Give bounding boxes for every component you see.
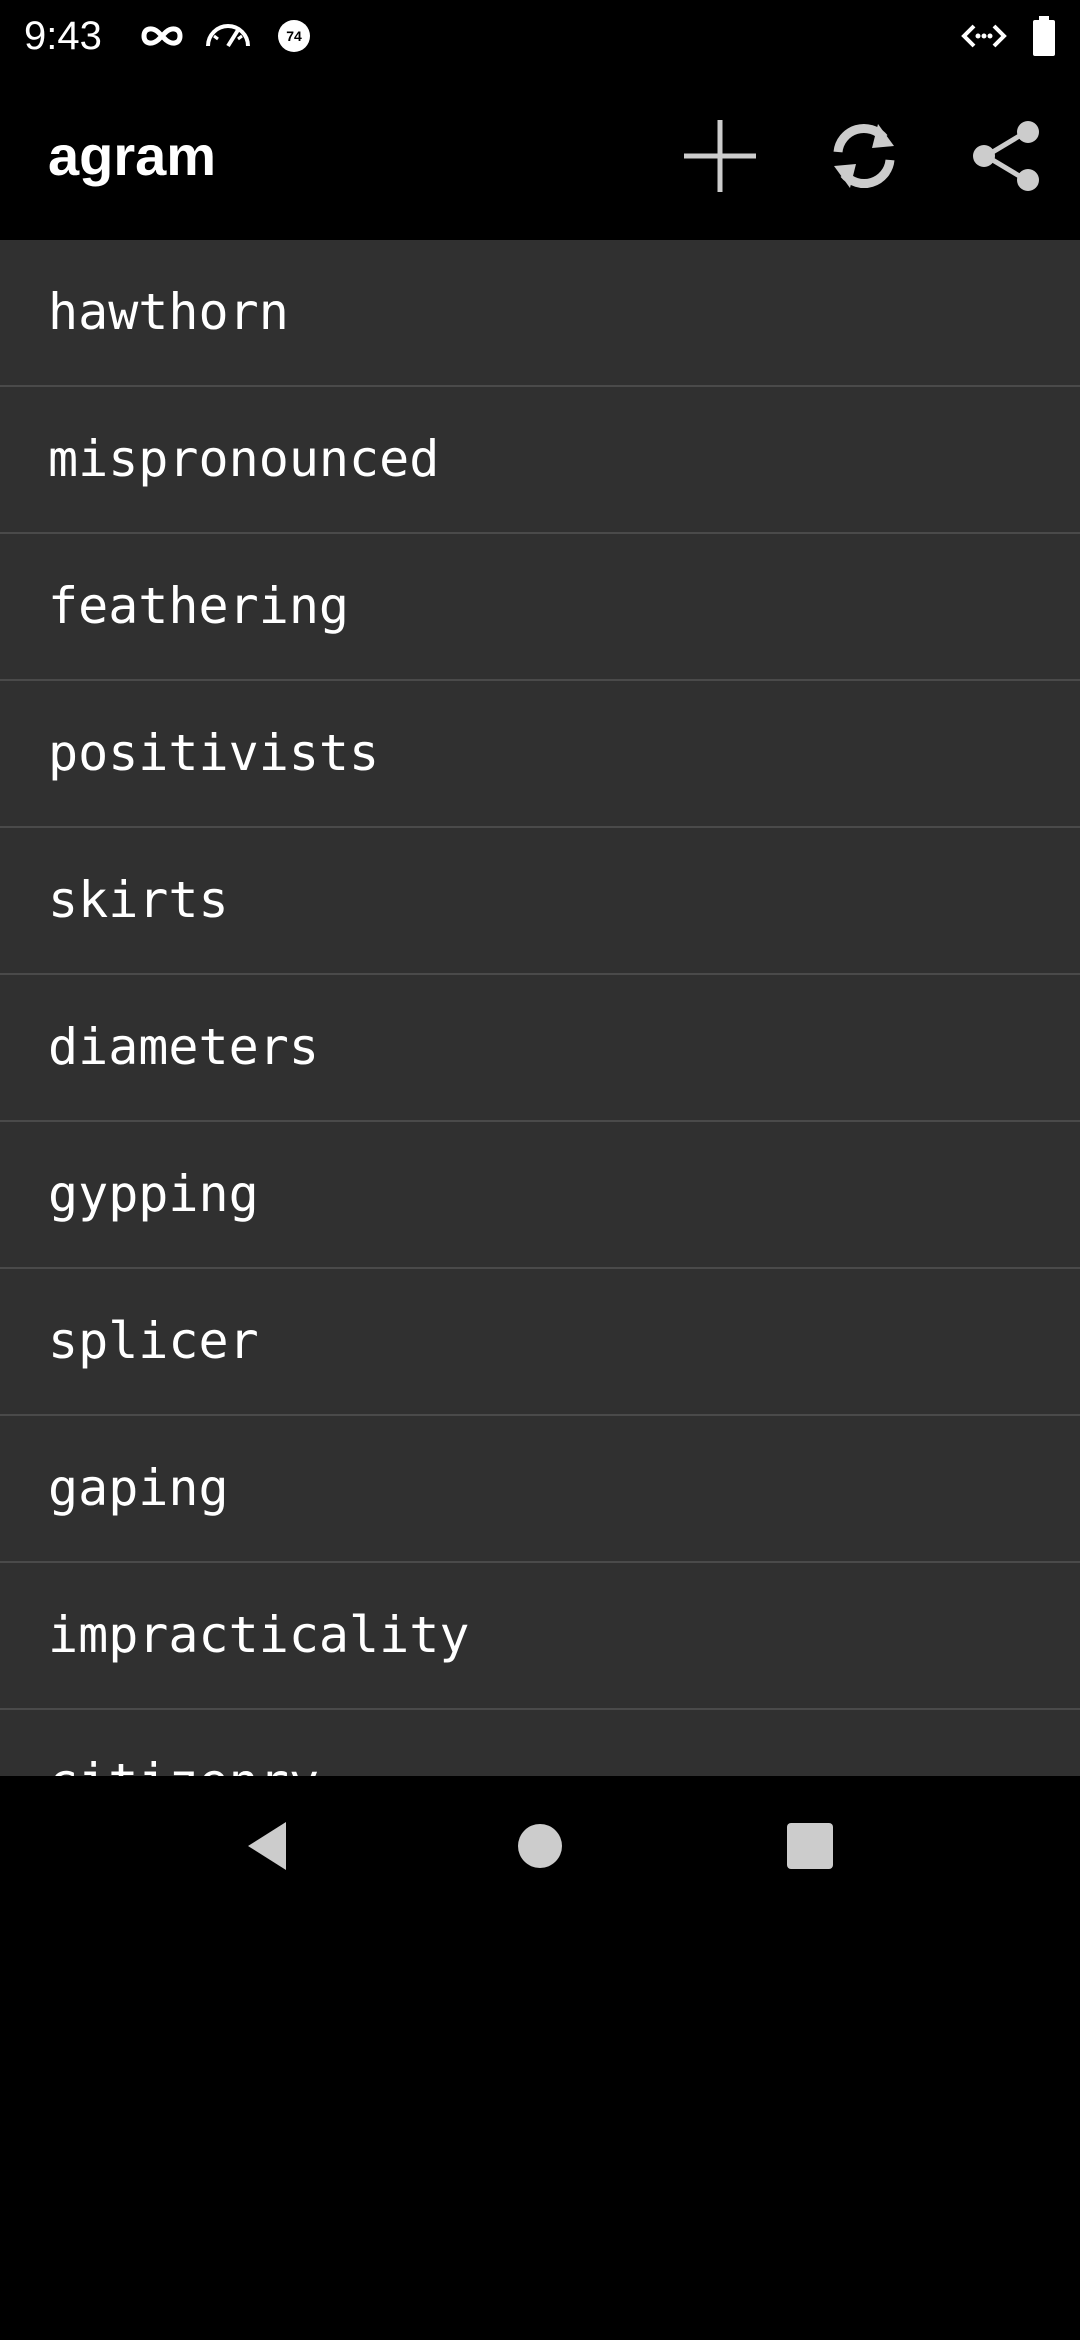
word-list[interactable]: hawthorn mispronounced feathering positi… xyxy=(0,240,1080,1776)
word-text: feathering xyxy=(48,577,350,635)
battery-icon xyxy=(1030,14,1058,58)
recents-icon xyxy=(780,1816,840,1880)
word-text: diameters xyxy=(48,1018,319,1076)
word-text: gypping xyxy=(48,1165,259,1223)
refresh-icon xyxy=(824,116,904,200)
home-button[interactable] xyxy=(498,1806,582,1890)
notification-badge-icon: 74 xyxy=(274,14,314,58)
list-item[interactable]: positivists xyxy=(0,681,1080,828)
list-item[interactable]: diameters xyxy=(0,975,1080,1122)
list-item[interactable]: splicer xyxy=(0,1269,1080,1416)
refresh-button[interactable] xyxy=(816,110,912,206)
word-text: mispronounced xyxy=(48,430,440,488)
bottom-empty-area xyxy=(0,1920,1080,2340)
notification-badge-count: 74 xyxy=(286,28,302,44)
word-text: gaping xyxy=(48,1459,229,1517)
back-button[interactable] xyxy=(226,1806,310,1890)
share-icon xyxy=(968,116,1048,200)
incognito-icon xyxy=(140,14,184,58)
recents-button[interactable] xyxy=(768,1806,852,1890)
list-item[interactable]: impracticality xyxy=(0,1563,1080,1710)
status-time: 9:43 xyxy=(24,14,102,58)
list-item[interactable]: hawthorn xyxy=(0,240,1080,387)
word-text: splicer xyxy=(48,1312,259,1370)
home-icon xyxy=(510,1816,570,1880)
list-item[interactable]: feathering xyxy=(0,534,1080,681)
status-bar: 9:43 74 xyxy=(0,0,1080,72)
list-item[interactable]: mispronounced xyxy=(0,387,1080,534)
app-bar: agram xyxy=(0,72,1080,240)
word-text: skirts xyxy=(48,871,229,929)
navigation-bar xyxy=(0,1776,1080,1920)
word-text: hawthorn xyxy=(48,283,289,341)
share-button[interactable] xyxy=(960,110,1056,206)
list-item[interactable]: citizenry xyxy=(0,1710,1080,1776)
list-item[interactable]: skirts xyxy=(0,828,1080,975)
app-title: agram xyxy=(48,124,217,187)
list-item[interactable]: gypping xyxy=(0,1122,1080,1269)
word-text: citizenry xyxy=(48,1710,319,1776)
back-icon xyxy=(238,1816,298,1880)
list-item[interactable]: gaping xyxy=(0,1416,1080,1563)
speedometer-icon xyxy=(204,14,252,58)
code-icon xyxy=(960,14,1008,58)
word-text: impracticality xyxy=(48,1606,470,1664)
add-button[interactable] xyxy=(672,110,768,206)
word-text: positivists xyxy=(48,724,380,782)
add-icon xyxy=(680,116,760,200)
